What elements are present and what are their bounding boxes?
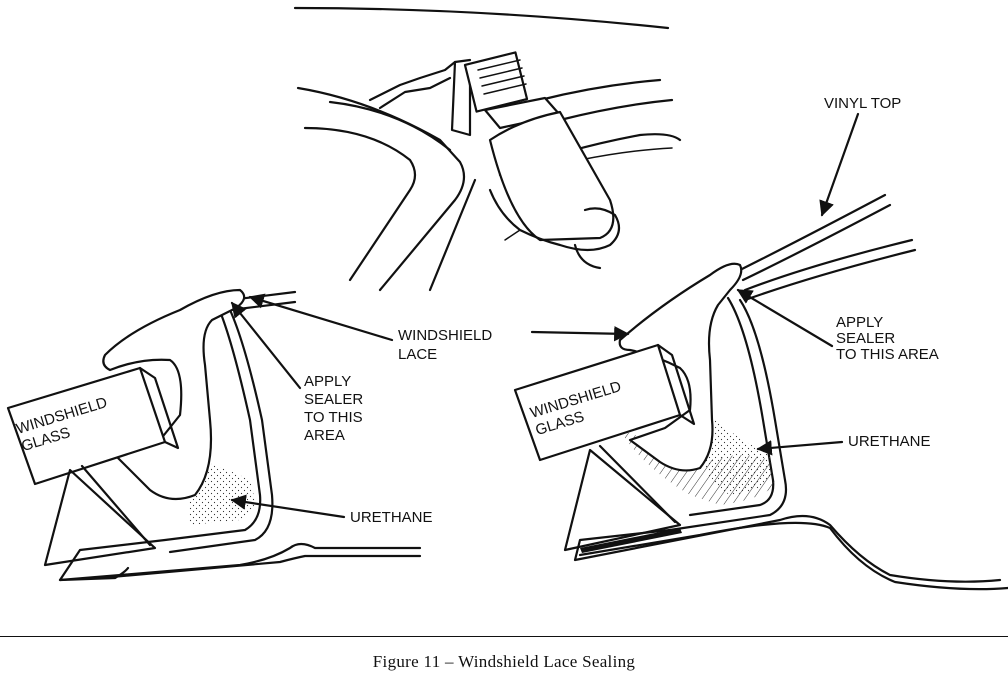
leader-lace-left bbox=[248, 293, 394, 342]
sealer-application-detail bbox=[293, 6, 682, 292]
right-section-detail bbox=[513, 193, 1008, 591]
label-windshield-lace: WINDSHIELD LACE bbox=[398, 327, 496, 363]
windshield-lace-diagram: VINYL TOP WINDSHIELD LACE APPLY SEALER T… bbox=[6, 6, 1008, 591]
label-apply-sealer-left: APPLY SEALER TO THIS AREA bbox=[304, 373, 367, 444]
left-section-detail bbox=[6, 288, 422, 582]
caption-rule bbox=[0, 636, 1008, 637]
label-urethane-left: URETHANE bbox=[350, 509, 433, 526]
label-urethane-right: URETHANE bbox=[848, 433, 931, 450]
label-apply-sealer-right: APPLY SEALER TO THIS AREA bbox=[836, 314, 939, 363]
leader-vinyl-top bbox=[819, 112, 860, 217]
leader-lace-right bbox=[530, 326, 630, 342]
leader-sealer-right bbox=[736, 288, 834, 348]
label-vinyl-top: VINYL TOP bbox=[824, 95, 901, 112]
figure-caption: Figure 11 – Windshield Lace Sealing bbox=[372, 652, 636, 671]
leader-sealer-left bbox=[230, 301, 302, 390]
leader-urethane-right bbox=[756, 440, 844, 456]
leader-urethane-left bbox=[230, 494, 346, 519]
